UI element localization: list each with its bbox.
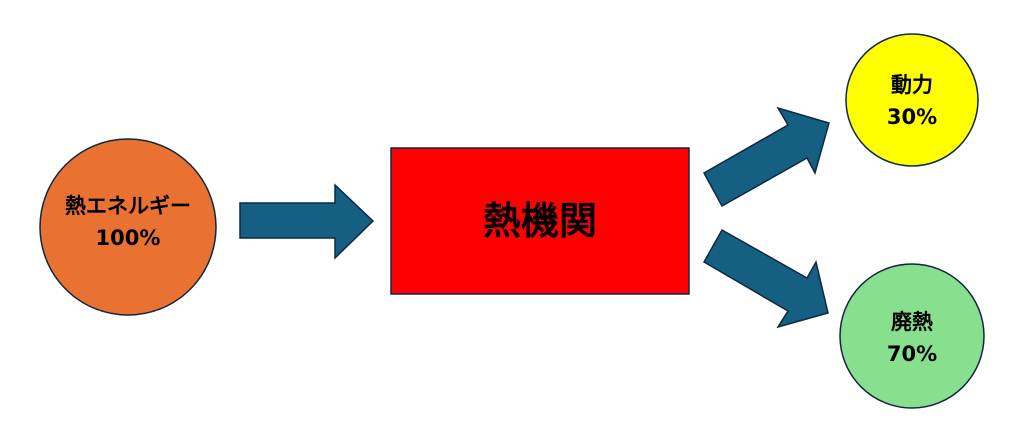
arrow-to-waste [702, 228, 829, 329]
arrow-to-engine [239, 183, 375, 260]
waste-heat-value: 70% [887, 342, 937, 366]
heat-energy-node [39, 138, 217, 316]
work-value: 30% [887, 105, 937, 129]
heat-engine-label: 熱機関 [483, 199, 597, 243]
work-label: 動力 [891, 73, 933, 97]
arrow-to-work [702, 106, 830, 208]
heat-energy-label: 熱エネルギー [65, 194, 191, 218]
work-node [845, 33, 979, 167]
heat-energy-value: 100% [96, 226, 161, 250]
heat-engine-node [390, 147, 690, 295]
waste-heat-label: 廃熱 [891, 310, 933, 334]
waste-heat-node [839, 263, 985, 409]
